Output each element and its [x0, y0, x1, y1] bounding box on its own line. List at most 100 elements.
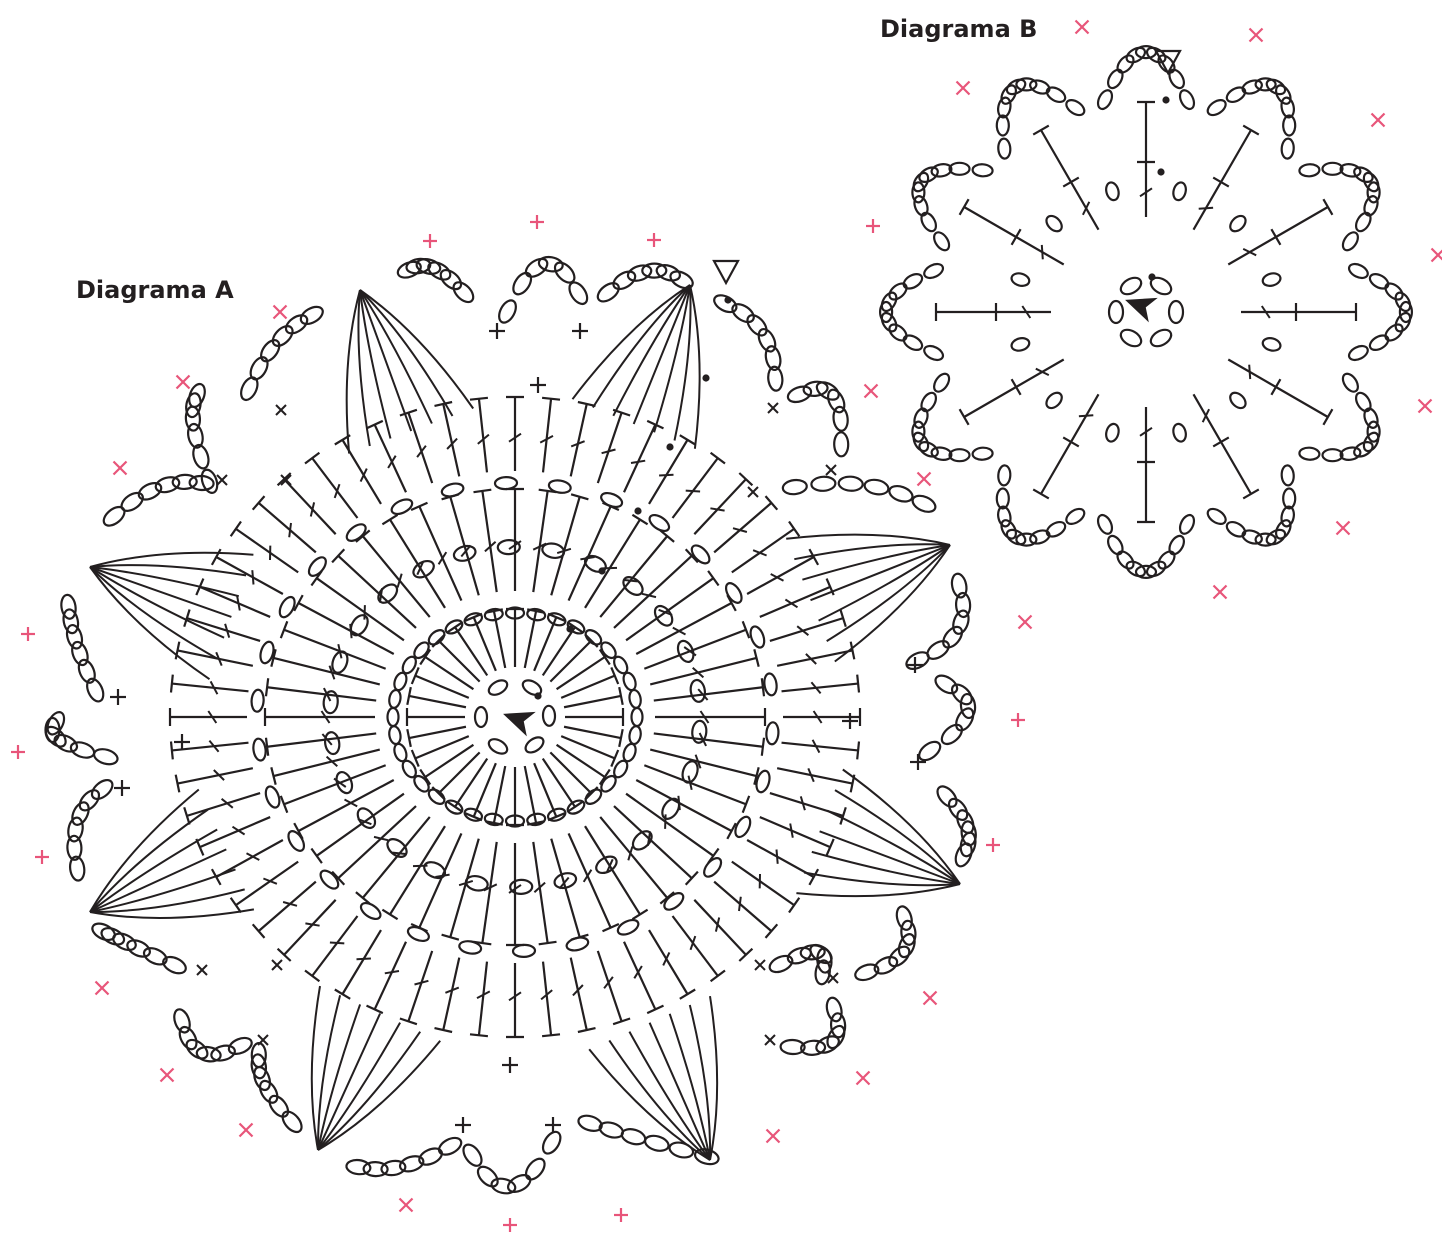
chain-stitch: [1118, 274, 1144, 297]
double-crochet-stitch: [543, 962, 551, 1036]
chain-stitch: [1227, 390, 1248, 411]
stitch-yarn-over: [237, 596, 240, 610]
treble-crochet-stitch: [360, 290, 411, 431]
chain-stitch: [811, 476, 836, 491]
stitch-top-bar: [789, 898, 799, 913]
chain-stitch: [1241, 78, 1264, 96]
chain-stitch: [1148, 326, 1174, 349]
chain-stitch: [252, 738, 267, 761]
chain-stitch: [953, 706, 977, 734]
double-crochet-stitch: [409, 696, 466, 707]
chain-stitch: [1104, 181, 1120, 201]
stitch-top-bar: [1012, 229, 1021, 245]
stitch-top-bar: [1012, 379, 1021, 395]
double-crochet-stitch: [317, 578, 404, 640]
join-point-icon: [11, 745, 25, 759]
double-crochet-stitch: [390, 520, 445, 608]
chain-stitch: [593, 853, 619, 876]
chain-stitch: [620, 1127, 647, 1147]
chain-stitch: [922, 261, 945, 281]
chain-stitch: [1105, 67, 1125, 90]
double-crochet-stitch: [200, 817, 270, 847]
chain-stitch: [1105, 533, 1125, 556]
stitch-yarn-over: [435, 875, 449, 877]
stitch-top-bar: [789, 522, 799, 537]
stitch-top-bar: [857, 742, 859, 760]
stitch-yarn-over: [1249, 365, 1250, 379]
treble-crochet-stitch: [670, 1014, 710, 1160]
chain-stitch: [972, 447, 993, 460]
double-crochet-stitch: [267, 687, 376, 700]
double-crochet-stitch: [649, 930, 688, 994]
treble-crochet-stitch: [675, 285, 691, 441]
chain-stitch: [522, 1155, 548, 1182]
chain-stitch: [782, 479, 807, 496]
treble-crochet-stitch: [609, 1040, 710, 1160]
diagram-a-title: Diagrama A: [76, 276, 234, 304]
chain-stitch: [825, 996, 844, 1023]
chain-stitch: [1347, 261, 1370, 281]
chain-stitch: [546, 611, 567, 627]
double-crochet-stitch: [298, 780, 393, 831]
double-crochet-stitch: [1276, 207, 1328, 237]
double-crochet-stitch: [600, 536, 667, 617]
double-crochet-stitch: [450, 839, 478, 938]
double-crochet-stitch: [415, 676, 469, 698]
double-crochet-stitch: [673, 916, 718, 976]
stitch-top-bar: [632, 910, 647, 920]
chain-stitch: [1171, 422, 1187, 442]
chain-stitch: [940, 623, 966, 650]
stitch-yarn-over: [604, 977, 613, 988]
stitch-top-bar: [1213, 178, 1229, 187]
chain-stitch: [763, 673, 778, 696]
double-crochet-stitch: [747, 840, 814, 877]
slip-stitch-dot: [534, 692, 541, 699]
double-crochet-stitch: [479, 399, 487, 473]
chain-stitch: [732, 814, 753, 839]
chain-stitch: [495, 477, 517, 490]
chain-stitch: [523, 255, 551, 280]
join-point-icon: [865, 385, 878, 398]
double-crochet-stitch: [375, 942, 406, 1010]
chain-stitch: [1044, 519, 1067, 539]
double-crochet-stitch: [274, 750, 380, 776]
double-crochet-stitch: [1016, 237, 1064, 265]
join-point-icon: [1372, 114, 1385, 127]
chain-stitch: [317, 868, 341, 892]
stitch-top-bar: [470, 1034, 488, 1036]
double-crochet-stitch: [777, 768, 852, 783]
chain-stitch: [161, 954, 189, 977]
chain-stitch: [838, 476, 863, 491]
double-crochet-stitch: [714, 882, 771, 932]
join-point-icon: [114, 462, 127, 475]
double-crochet-stitch: [298, 603, 393, 654]
stitch-yarn-over: [790, 824, 793, 838]
chain-stitch: [1044, 84, 1067, 104]
diagram-b-title: Diagrama B: [880, 15, 1037, 43]
double-crochet-stitch: [782, 684, 859, 692]
double-crochet-stitch: [1041, 130, 1071, 182]
stitch-yarn-over: [777, 850, 778, 864]
double-crochet-stitch: [557, 657, 605, 689]
chain-stitch: [125, 937, 153, 960]
chain-stitch: [1281, 138, 1294, 159]
double-crochet-stitch: [1228, 237, 1276, 265]
stitch-yarn-over: [222, 799, 233, 808]
join-point-icon: [1432, 249, 1442, 262]
chain-stitch: [1353, 390, 1373, 413]
join-point-icon: [1019, 616, 1032, 629]
stitch-top-bar: [1033, 489, 1049, 498]
stitch-yarn-over: [364, 605, 365, 620]
join-point-icon: [1214, 586, 1227, 599]
stitch-yarn-over: [691, 936, 696, 950]
start-arrow-icon: [499, 702, 536, 737]
double-crochet-stitch: [236, 862, 298, 905]
chain-stitch: [257, 337, 282, 365]
chain-stitch: [486, 677, 509, 697]
treble-crochet-stitch: [710, 996, 717, 1160]
chain-stitch: [543, 706, 556, 726]
chain-stitch: [689, 679, 706, 703]
double-crochet-stitch: [455, 627, 487, 675]
stitch-top-bar: [542, 1034, 560, 1036]
chain-stitch: [474, 1163, 501, 1190]
